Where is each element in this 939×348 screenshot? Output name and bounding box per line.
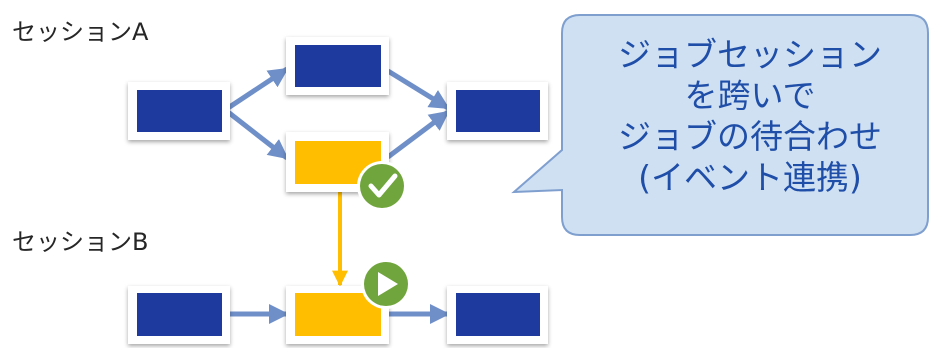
callout-line: を跨いで xyxy=(684,76,816,115)
arrow-a2-to-a4 xyxy=(386,68,450,111)
job-node-b3 xyxy=(447,286,548,344)
arrow-a1-to-a3 xyxy=(226,110,289,160)
job-node-b1 xyxy=(128,286,230,344)
job-node-a2 xyxy=(286,37,389,95)
job-node-a4 xyxy=(447,82,548,140)
callout-text: ジョブセッション を跨いで ジョブの待合わせ (イベント連携) xyxy=(580,34,920,198)
callout-bubble xyxy=(511,14,929,236)
session-a-label: セッションA xyxy=(12,18,149,46)
job-node-a1 xyxy=(128,82,230,140)
callout-line: (イベント連携) xyxy=(638,158,862,197)
callout-line: ジョブの待合わせ xyxy=(618,117,882,156)
checkmark-icon xyxy=(357,161,407,211)
session-b-label: セッションB xyxy=(12,228,149,256)
play-icon xyxy=(361,259,411,309)
arrow-a1-to-a2 xyxy=(226,66,289,111)
callout-line: ジョブセッション xyxy=(618,35,882,74)
arrow-a3-to-a4 xyxy=(386,110,450,159)
